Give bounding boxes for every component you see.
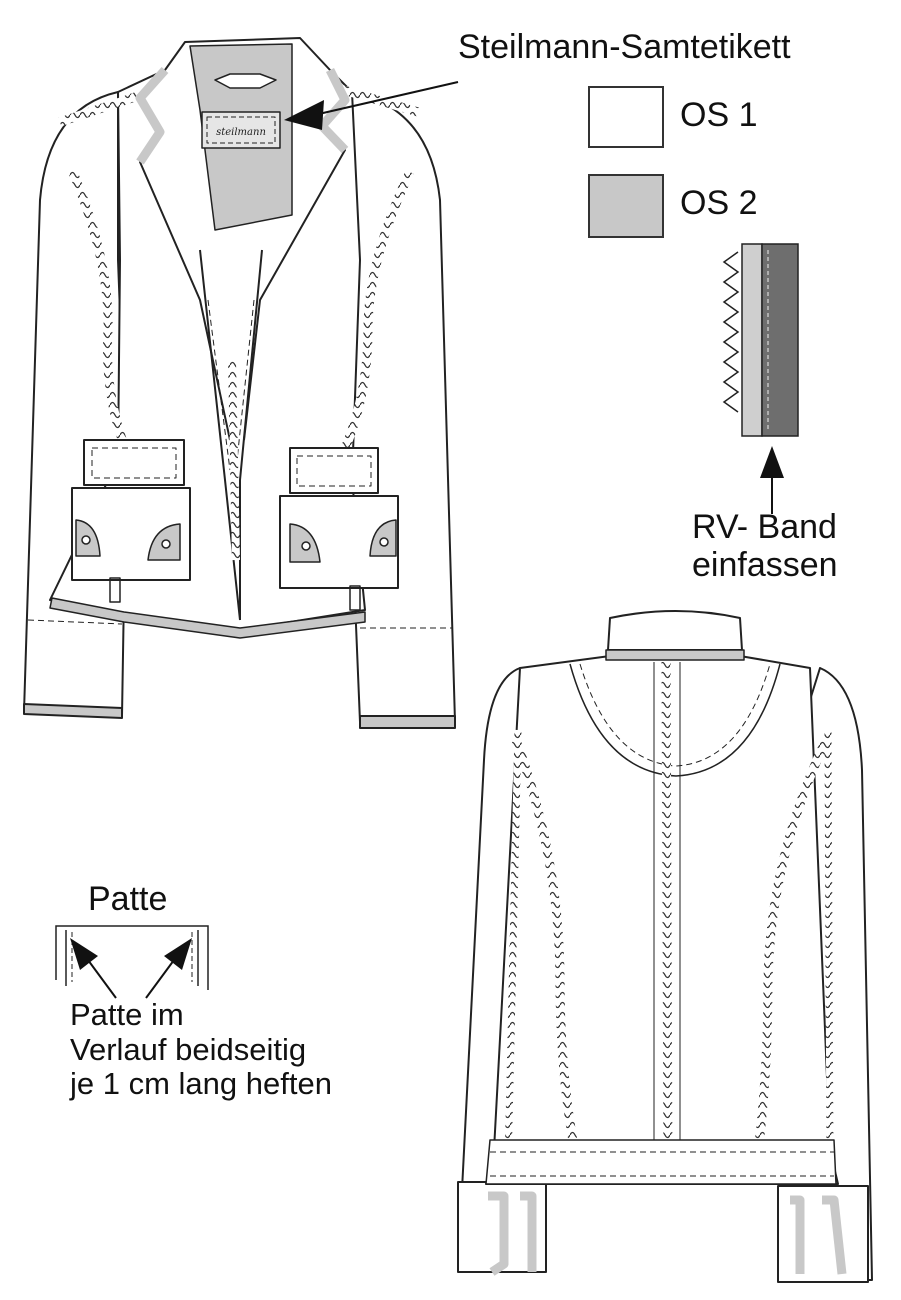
back-right-panel-piping [751, 738, 831, 1169]
zipper-tape-detail [722, 243, 799, 437]
back-left-side-piping [504, 729, 522, 1169]
flap-note-line3: je 1 cm lang heften [70, 1066, 332, 1102]
front-right-edge [239, 249, 263, 620]
zipper-tape-note: RV- Band einfassen [692, 508, 838, 584]
front-right-cuff-band [359, 715, 456, 729]
back-center-piping [661, 661, 673, 1171]
front-left-pocket [71, 439, 191, 603]
swatch-os2 [588, 174, 664, 238]
back-left-panel-piping [511, 738, 583, 1169]
back-hem-band [485, 1139, 837, 1185]
brand-label [201, 111, 281, 149]
swatch-os2-label: OS 2 [680, 184, 758, 222]
arrow-left-icon [284, 81, 459, 130]
front-right-panel-piping [335, 170, 415, 462]
flap-note-line1: Patte im [70, 997, 184, 1032]
arrow-icon [70, 938, 192, 999]
zipper-tape-dark [761, 243, 799, 437]
flap-outline [55, 925, 209, 990]
zipper-teeth [722, 251, 740, 413]
back-collar [607, 610, 743, 651]
arrow-up-icon [760, 446, 784, 514]
front-left-cuff-band [23, 703, 123, 719]
swatch-os1-label: OS 1 [680, 96, 758, 134]
front-center-piping [228, 359, 240, 561]
zipper-tape-note-line2: einfassen [692, 546, 838, 585]
brand-label-text: steilmann [216, 127, 266, 138]
velvet-label-callout: Steilmann-Samtetikett [458, 28, 791, 66]
back-yoke [569, 663, 781, 777]
front-left-panel-piping [67, 168, 135, 462]
swatch-os1 [588, 86, 664, 148]
flap-note: Patte im Verlauf beidseitig je 1 cm lang… [70, 997, 332, 1102]
back-right-side-piping [824, 729, 834, 1169]
flap-detail [55, 925, 209, 990]
jacket-front-view: steilmann [23, 37, 456, 729]
zipper-tape-note-line1: RV- Band [692, 508, 837, 546]
jacket-back-view [457, 610, 873, 1283]
flap-title: Patte [88, 880, 168, 918]
flap-note-line2: Verlauf beidseitig [70, 1031, 307, 1067]
front-right-pocket [279, 447, 399, 611]
front-left-shoulder-piping [58, 87, 152, 127]
front-hem-band [49, 597, 366, 639]
front-left-edge [199, 249, 241, 621]
